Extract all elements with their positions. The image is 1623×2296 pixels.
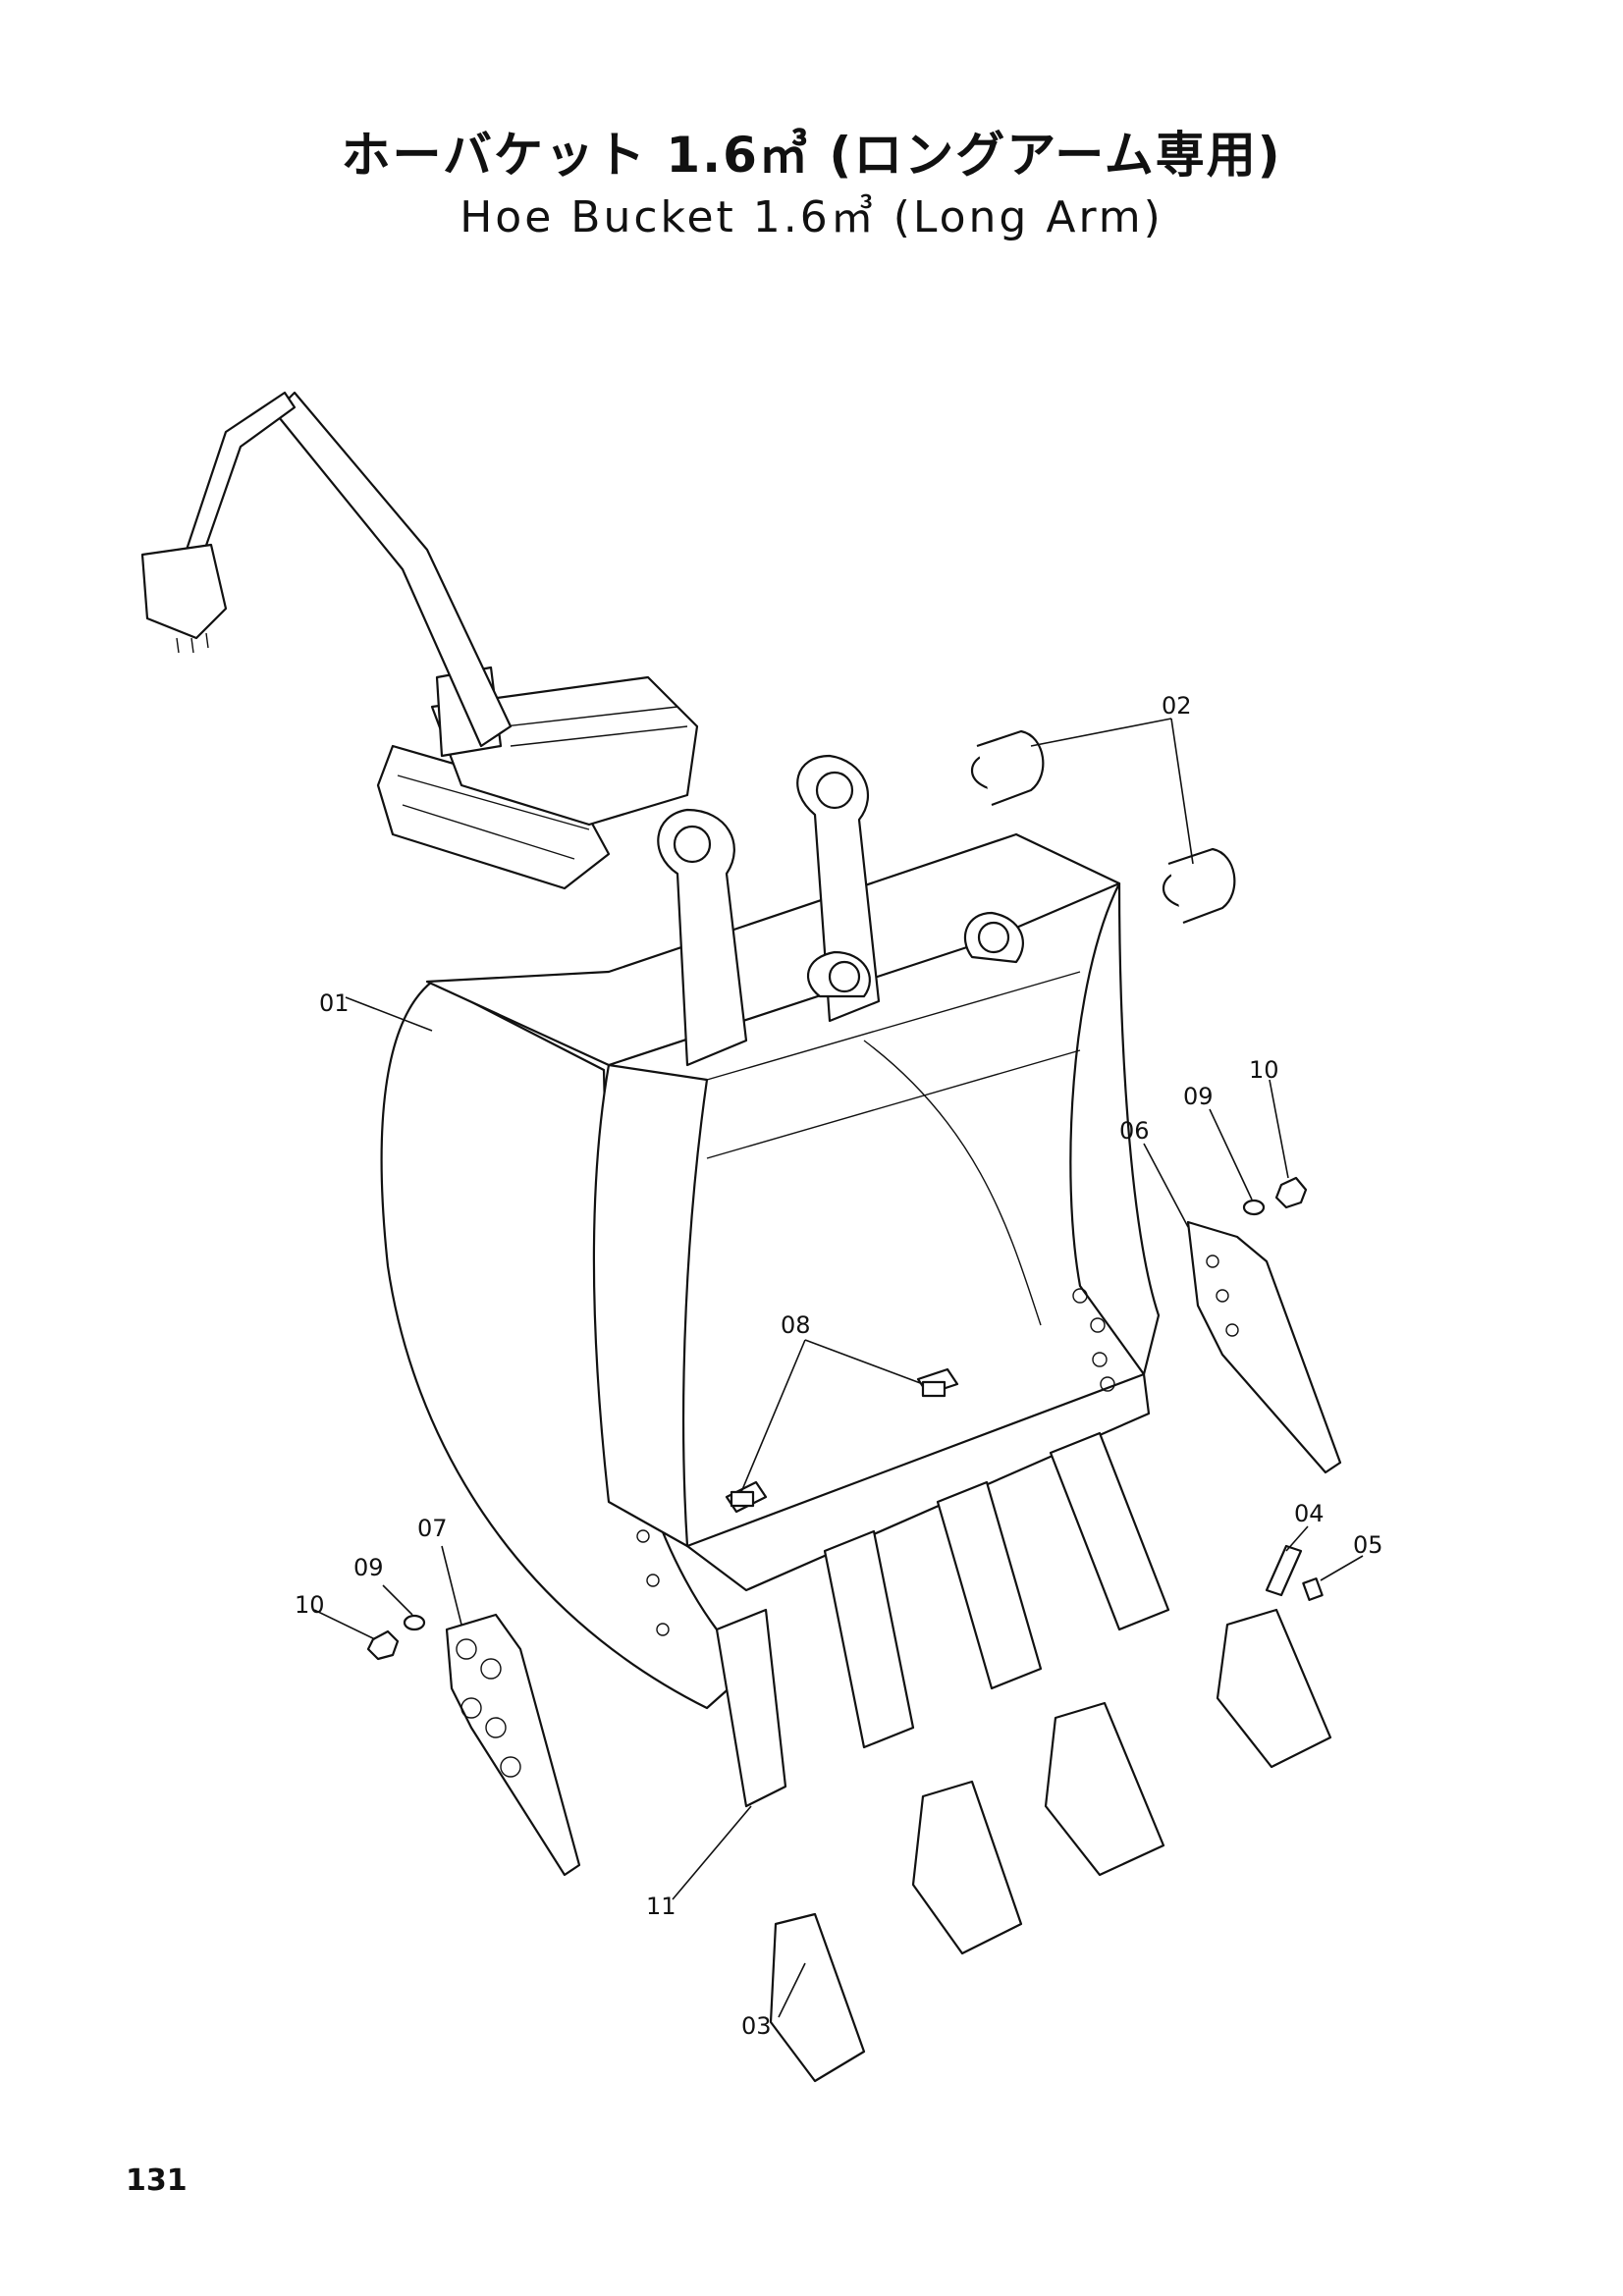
callout-10-left: 10	[295, 1591, 325, 1619]
leader-lines	[313, 718, 1364, 2018]
callout-08: 08	[781, 1311, 811, 1339]
title-english: Hoe Bucket 1.6㎥ (Long Arm)	[460, 192, 1163, 242]
excavator-illustration	[140, 391, 699, 890]
callout-11: 11	[646, 1893, 676, 1920]
fasteners	[366, 1176, 1308, 1661]
title-japanese: ホーバケット 1.6㎥ (ロングアーム専用)	[341, 127, 1282, 184]
tooth-shanks	[715, 1431, 1170, 1808]
callout-09-left: 09	[353, 1554, 384, 1581]
callout-02: 02	[1162, 692, 1192, 720]
callout-05: 05	[1353, 1531, 1383, 1559]
callout-04: 04	[1294, 1500, 1325, 1527]
bucket-body	[380, 754, 1161, 1710]
callout-07: 07	[417, 1515, 448, 1542]
callout-03: 03	[741, 2012, 772, 2040]
callout-06: 06	[1119, 1117, 1150, 1145]
callout-10-right: 10	[1249, 1056, 1279, 1084]
bushings	[970, 729, 1236, 925]
page-number: 131	[126, 2163, 188, 2198]
side-cutters	[445, 1220, 1342, 1877]
callout-01: 01	[319, 989, 350, 1017]
callout-09-right: 09	[1183, 1083, 1214, 1110]
tooth-pin-and-lock	[1265, 1544, 1324, 1601]
bucket-teeth	[769, 1608, 1332, 2083]
